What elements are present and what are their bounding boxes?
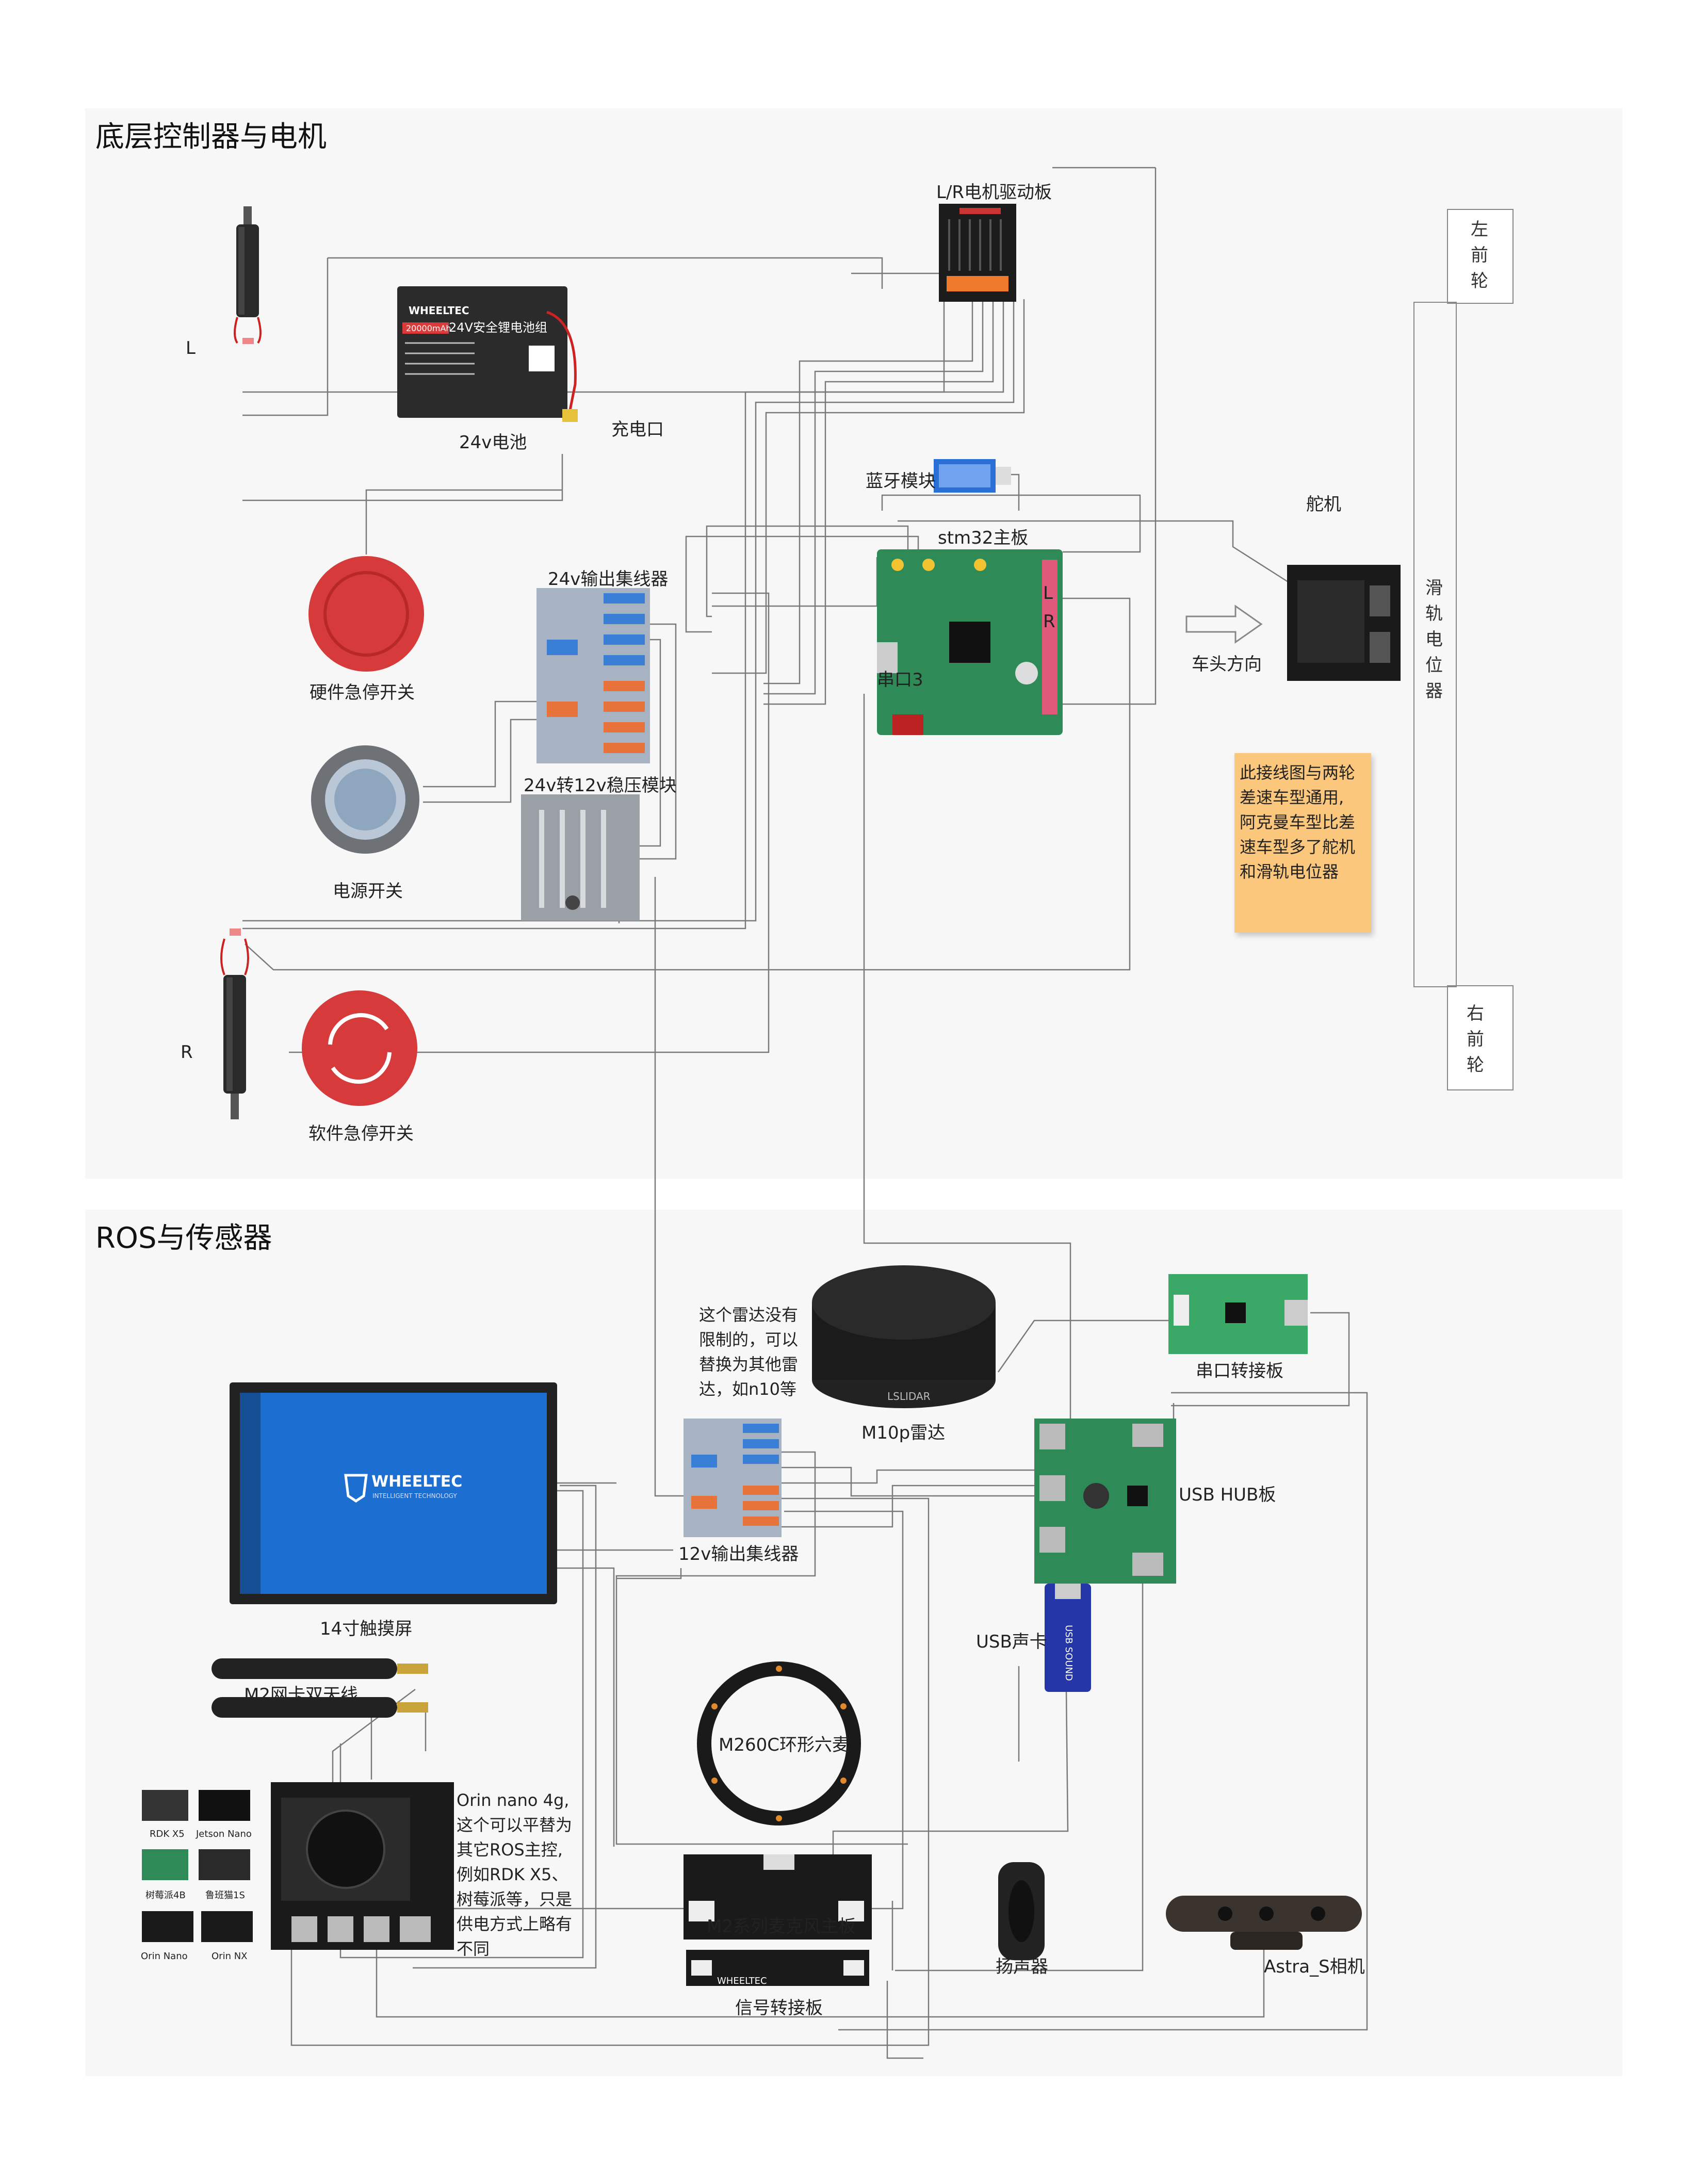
usb-sound-card (1045, 1584, 1091, 1692)
screen-brand: WHEELTEC (371, 1473, 463, 1491)
screen-sub: INTELLIGENT TECHNOLOGY (372, 1492, 457, 1500)
usb-sound-label: USB声卡 (976, 1632, 1047, 1652)
signal-brand: WHEELTEC (717, 1976, 767, 1986)
mic-board-label: M2系列麦克风主板 (707, 1916, 856, 1937)
software-estop[interactable] (299, 988, 420, 1109)
usb-hub-label: USB HUB板 (1179, 1485, 1276, 1505)
battery-capacity: 20000mAh (406, 323, 451, 333)
servo-label: 舵机 (1306, 494, 1341, 515)
touchscreen[interactable] (230, 1382, 557, 1604)
mic-board (684, 1854, 872, 1939)
motor-driver-label: L/R电机驱动板 (936, 182, 1052, 203)
hub-24v (536, 588, 650, 763)
left-motor-tag: L (186, 338, 196, 358)
direction-arrow-icon (1184, 604, 1266, 645)
hardware-estop-label: 硬件急停开关 (310, 682, 415, 703)
antenna-label: M2网卡双天线 (244, 1685, 358, 1705)
orin-note: Orin nano 4g, 这个可以平替为 其它ROS主控, 例如RDK X5、… (457, 1790, 573, 1959)
mic-ring (696, 1661, 861, 1826)
slide-potentiometer (1413, 302, 1457, 987)
wifi-antenna (212, 1653, 433, 1731)
slide-potentiometer-label: 滑 轨 电 位 器 (1425, 578, 1443, 702)
battery-label: 24v电池 (459, 432, 527, 453)
left-front-wheel-label: 左 前 轮 (1471, 219, 1488, 291)
orin-nano (271, 1782, 454, 1950)
alt-board-6: Orin NX (212, 1951, 248, 1962)
signal-board-label: 信号转接板 (735, 1998, 823, 2018)
speaker-label: 扬声器 (996, 1957, 1048, 1977)
alt-boards (137, 1787, 261, 1965)
ackermann-note: 此接线图与两轮 差速车型通用, 阿克曼车型比差 速车型多了舵机 和滑轨电位器 (1234, 753, 1371, 933)
battery (392, 281, 588, 426)
bluetooth-label: 蓝牙模块 (866, 471, 936, 492)
serial-adapter-board (1168, 1274, 1308, 1354)
hardware-estop[interactable] (304, 552, 428, 676)
servo (1287, 565, 1401, 681)
alt-board-2: Jetson Nano (196, 1829, 252, 1839)
hub-12v-label: 12v输出集线器 (678, 1544, 799, 1564)
alt-board-5: Orin Nano (141, 1951, 188, 1962)
lidar-brand: LSLIDAR (887, 1390, 931, 1403)
stm32-board (877, 549, 1063, 735)
stm32-l-port: L (1043, 583, 1053, 604)
speaker (998, 1862, 1045, 1960)
stm32-label: stm32主板 (938, 528, 1029, 548)
serial3-label: 串口3 (877, 670, 923, 690)
camera-label: Astra_S相机 (1264, 1957, 1365, 1977)
power-switch-label: 电源开关 (333, 881, 403, 902)
right-motor-tag: R (181, 1042, 193, 1063)
battery-name: 24V安全锂电池组 (449, 320, 547, 335)
battery-brand: WHEELTEC (409, 304, 469, 317)
right-front-wheel (1447, 985, 1514, 1090)
usb-hub-board (1034, 1419, 1176, 1584)
motor-driver-board (939, 204, 1016, 302)
serial-adapter-label: 串口转接板 (1196, 1361, 1283, 1381)
lidar-label: M10p雷达 (861, 1423, 946, 1443)
bluetooth-module (934, 459, 1011, 493)
left-front-wheel (1447, 209, 1514, 304)
alt-board-4: 鲁班猫1S (205, 1890, 245, 1901)
lidar (810, 1261, 998, 1411)
section-title-controller: 底层控制器与电机 (95, 120, 327, 154)
right-motor (214, 928, 255, 1124)
alt-board-3: 树莓派4B (145, 1890, 186, 1901)
alt-board-1: RDK X5 (150, 1829, 185, 1839)
lidar-note: 这个雷达没有 限制的，可以 替换为其他雷 达，如n10等 (699, 1305, 799, 1399)
hub-24v-label: 24v输出集线器 (548, 569, 669, 590)
astra-camera (1163, 1893, 1364, 1952)
software-estop-label: 软件急停开关 (308, 1123, 414, 1144)
stm32-r-port: R (1043, 611, 1055, 632)
touchscreen-label: 14寸触摸屏 (320, 1619, 413, 1639)
direction-label: 车头方向 (1192, 654, 1262, 675)
hub-12v (684, 1419, 782, 1537)
left-motor (227, 206, 268, 351)
mic-ring-label: M260C环形六麦 (719, 1735, 850, 1755)
regulator-label: 24v转12v稳压模块 (524, 775, 677, 796)
section-title-ros: ROS与传感器 (95, 1221, 272, 1255)
right-front-wheel-label: 右 前 轮 (1467, 1003, 1484, 1075)
usb-sound-text: USB SOUND (1063, 1625, 1074, 1681)
power-switch[interactable] (308, 743, 422, 856)
signal-board (686, 1950, 869, 1986)
regulator-24v-12v (521, 794, 640, 921)
charge-port-label: 充电口 (611, 419, 664, 440)
